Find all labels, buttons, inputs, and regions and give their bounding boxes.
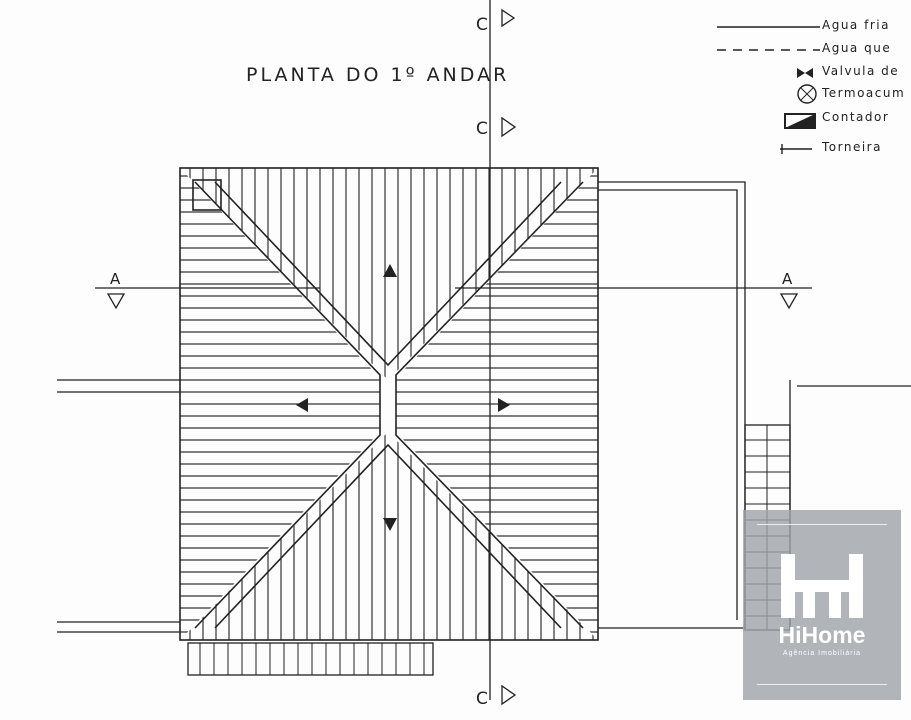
legend-symbols xyxy=(717,26,820,154)
section-c-label-top: C xyxy=(476,15,488,35)
valve-icon xyxy=(797,68,813,78)
section-c-label-upper: C xyxy=(476,119,488,139)
legend-item-cold-water: Agua fria xyxy=(822,18,890,32)
section-c-label-bottom: C xyxy=(476,689,488,709)
legend-item-water-heater: Termoacum xyxy=(822,86,906,100)
arrow-right-icon xyxy=(498,398,510,412)
watermark-brand: HiHome xyxy=(778,622,866,648)
section-markers xyxy=(106,8,799,706)
watermark-logo: HiHome Agência Imobiliária xyxy=(743,510,901,700)
arrow-left-icon xyxy=(296,398,308,412)
watermark-tagline: Agência Imobiliária xyxy=(782,650,862,657)
drawing-title: PLANTA DO 1º ANDAR xyxy=(246,64,510,86)
hihome-logo-icon xyxy=(781,554,863,618)
arrow-down-icon xyxy=(383,518,397,531)
meter-icon xyxy=(784,113,816,129)
legend-item-meter: Contador xyxy=(822,110,890,124)
section-a-label-right: A xyxy=(782,270,793,288)
arrow-up-icon xyxy=(383,264,397,277)
legend-item-tap: Torneira xyxy=(822,140,882,154)
tap-icon xyxy=(780,144,812,154)
legend-item-valve: Valvula de xyxy=(822,64,900,78)
circle-x-icon xyxy=(797,84,817,104)
legend-item-hot-water: Agua que xyxy=(822,41,892,55)
section-a-label-left: A xyxy=(110,270,121,288)
slope-arrows xyxy=(296,264,510,531)
